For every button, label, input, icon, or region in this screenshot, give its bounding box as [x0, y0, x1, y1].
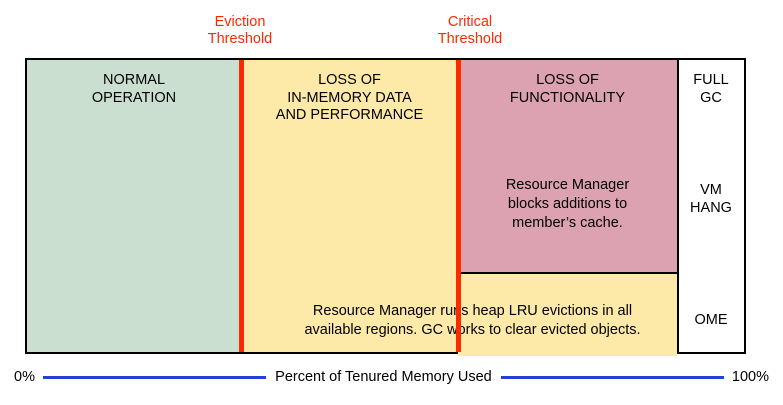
status-ome-label: OME	[694, 312, 728, 328]
zone-lru-eviction-strip: Resource Manager runs heap LRU evictions…	[304, 274, 677, 356]
memory-threshold-chart: NORMAL OPERATION LOSS OF IN-MEMORY DATA …	[25, 58, 746, 356]
zone-loss-of-in-memory-data-heading: LOSS OF IN-MEMORY DATA AND PERFORMANCE	[275, 72, 424, 123]
zone-loss-of-functionality: LOSS OF FUNCTIONALITY Resource Manager b…	[458, 60, 677, 274]
status-full-gc-label: FULL GC	[693, 72, 729, 106]
zone-normal-operation-heading: NORMAL OPERATION	[91, 72, 177, 106]
jvm-status-column: FULL GC VM HANG OME	[677, 60, 743, 352]
zone-loss-of-in-memory-data: LOSS OF IN-MEMORY DATA AND PERFORMANCE	[241, 60, 458, 352]
axis-line-right	[500, 375, 724, 379]
zone-normal-operation: NORMAL OPERATION	[27, 60, 241, 352]
zone-loss-of-functionality-heading: LOSS OF FUNCTIONALITY	[509, 72, 626, 106]
resource-manager-evictions-note: Resource Manager runs heap LRU evictions…	[304, 303, 641, 338]
critical-threshold-label: Critical Threshold	[437, 14, 503, 47]
eviction-threshold-label: Eviction Threshold	[207, 14, 273, 47]
resource-manager-blocks-note: Resource Manager blocks additions to mem…	[505, 177, 630, 231]
axis-line-left	[42, 375, 267, 379]
axis-title: Percent of Tenured Memory Used	[275, 368, 492, 385]
status-vm-hang-label: VM HANG	[690, 182, 732, 216]
eviction-threshold-line	[239, 60, 244, 352]
axis-end-label: 100%	[731, 368, 769, 385]
critical-threshold-line	[456, 60, 461, 352]
memory-percent-axis: 0% Percent of Tenured Memory Used 100%	[0, 362, 783, 392]
axis-start-label: 0%	[14, 368, 35, 385]
